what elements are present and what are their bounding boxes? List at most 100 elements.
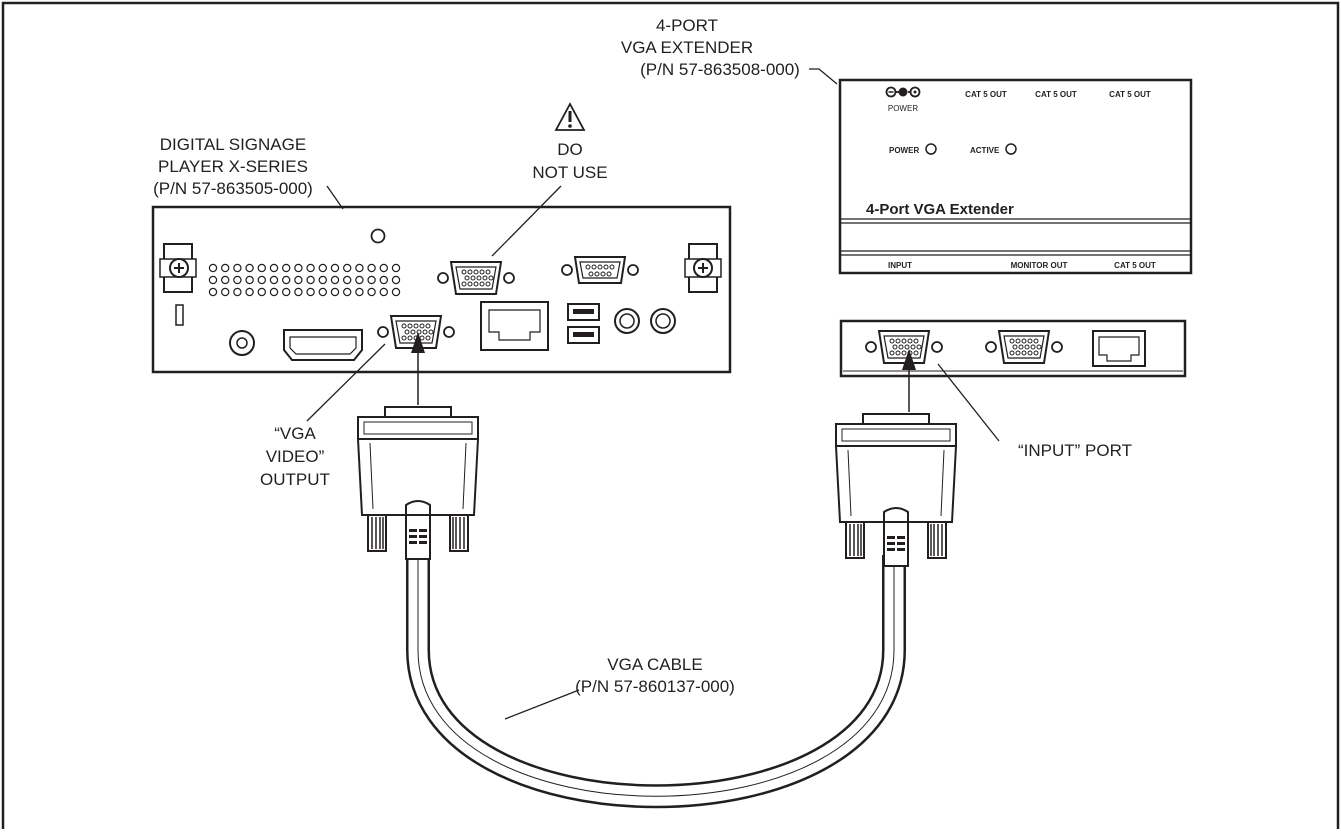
vent-hole	[306, 287, 315, 297]
power-led-icon	[925, 143, 937, 155]
vent-hole	[330, 287, 340, 297]
vent-hole	[367, 263, 376, 273]
left-insertion-arrow	[411, 332, 425, 405]
vent-hole	[282, 275, 291, 285]
extender-panel-title: 4-Port VGA Extender	[866, 201, 1014, 218]
vent-hole	[269, 275, 279, 285]
vent-hole	[257, 263, 266, 273]
vent-hole	[282, 287, 291, 297]
extender-label: 4-PORT VGA EXTENDER (P/N 57-863508-000)	[621, 16, 800, 79]
right-vga-plug	[835, 413, 957, 567]
vent-hole	[220, 275, 230, 285]
vent-hole	[208, 287, 218, 297]
warning-label-line-2: NOT USE	[532, 163, 607, 182]
vent-hole	[391, 275, 401, 285]
vent-hole	[343, 287, 352, 297]
vent-hole	[233, 263, 242, 273]
vent-hole	[318, 275, 327, 285]
input-port-label: “INPUT” PORT	[1018, 441, 1132, 460]
vga-output-label-line-3: OUTPUT	[260, 470, 330, 489]
cat5-out-bottom-label: CAT 5 OUT	[1114, 261, 1156, 270]
cat5-out-label-3: CAT 5 OUT	[1109, 90, 1151, 99]
left-screw-terminal	[159, 243, 197, 293]
active-led-icon	[1005, 143, 1017, 155]
player-led	[370, 228, 386, 244]
right-insertion-arrow	[902, 349, 916, 412]
vent-hole	[220, 287, 230, 297]
vent-hole	[306, 263, 315, 273]
vent-hole	[220, 263, 230, 273]
vent-hole	[282, 263, 291, 273]
warning-label-line-1: DO	[557, 140, 583, 159]
extender-power-jack-icon	[885, 86, 921, 98]
vent-hole	[245, 263, 254, 273]
audio-jacks	[614, 308, 676, 334]
vent-hole	[355, 275, 364, 285]
digital-signage-player	[151, 205, 732, 374]
extender-power-label: POWER	[888, 104, 918, 113]
vent-hole	[330, 275, 340, 285]
player-label: DIGITAL SIGNAGE PLAYER X-SERIES (P/N 57-…	[153, 135, 313, 198]
active-led-label: ACTIVE	[970, 146, 1000, 155]
vga-output-label-line-2: VIDEO”	[266, 447, 325, 466]
cable-label-line-2: (P/N 57-860137-000)	[575, 677, 735, 696]
extender-front-panel	[838, 78, 1193, 275]
vent-hole	[245, 275, 254, 285]
vent-hole	[208, 263, 218, 273]
monitor-out-bottom-label: MONITOR OUT	[1011, 261, 1068, 270]
player-label-line-3: (P/N 57-863505-000)	[153, 179, 313, 198]
vent-hole	[367, 287, 376, 297]
vent-hole	[294, 275, 303, 285]
extender-label-line-2: VGA EXTENDER	[621, 38, 753, 57]
extender-label-line-1: 4-PORT	[656, 16, 718, 35]
vent-hole	[379, 275, 388, 285]
extender-label-line-3: (P/N 57-863508-000)	[640, 60, 800, 79]
left-vga-plug	[357, 406, 479, 560]
vent-hole	[379, 263, 388, 273]
leader-lines	[306, 68, 1000, 720]
cable-label-line-1: VGA CABLE	[607, 655, 702, 674]
vga-extender-front: POWER CAT 5 OUT CAT 5 OUT CAT 5 OUT POWE…	[838, 78, 1193, 275]
right-screw-terminal	[684, 243, 722, 293]
power-led-label: POWER	[889, 146, 919, 155]
vent-hole	[294, 287, 303, 297]
vent-hole	[330, 263, 340, 273]
cat5-out-label-1: CAT 5 OUT	[965, 90, 1007, 99]
hdmi-port	[283, 329, 363, 361]
vent-hole	[343, 275, 352, 285]
vent-hole	[269, 263, 279, 273]
vent-hole	[318, 287, 327, 297]
vent-hole	[257, 287, 266, 297]
vent-hole	[343, 263, 352, 273]
dc-power-jack	[229, 330, 255, 356]
vent-hole	[233, 275, 242, 285]
usb-ports	[567, 303, 600, 344]
vent-hole	[391, 287, 401, 297]
vga-output-label-line-1: “VGA	[274, 424, 316, 443]
warning-icon	[554, 102, 586, 131]
cat5-out-label-2: CAT 5 OUT	[1035, 90, 1077, 99]
input-bottom-label: INPUT	[888, 261, 912, 270]
vent-hole	[379, 287, 388, 297]
vent-hole	[257, 275, 266, 285]
vent-hole	[391, 263, 401, 273]
vent-hole	[269, 287, 279, 297]
vent-hole	[233, 287, 242, 297]
vent-hole	[355, 287, 364, 297]
vent-holes	[208, 263, 401, 297]
vga-cable	[406, 555, 906, 809]
ethernet-port	[480, 301, 549, 351]
player-label-line-1: DIGITAL SIGNAGE	[160, 135, 306, 154]
player-slot	[175, 304, 184, 326]
vent-hole	[208, 275, 218, 285]
player-label-line-2: PLAYER X-SERIES	[158, 157, 308, 176]
vent-hole	[294, 263, 303, 273]
vent-hole	[355, 263, 364, 273]
extender-cat5-port	[1092, 330, 1146, 367]
vga-output-label: “VGA VIDEO” OUTPUT	[260, 424, 330, 489]
cable-label: VGA CABLE (P/N 57-860137-000)	[575, 655, 735, 696]
vent-hole	[318, 263, 327, 273]
